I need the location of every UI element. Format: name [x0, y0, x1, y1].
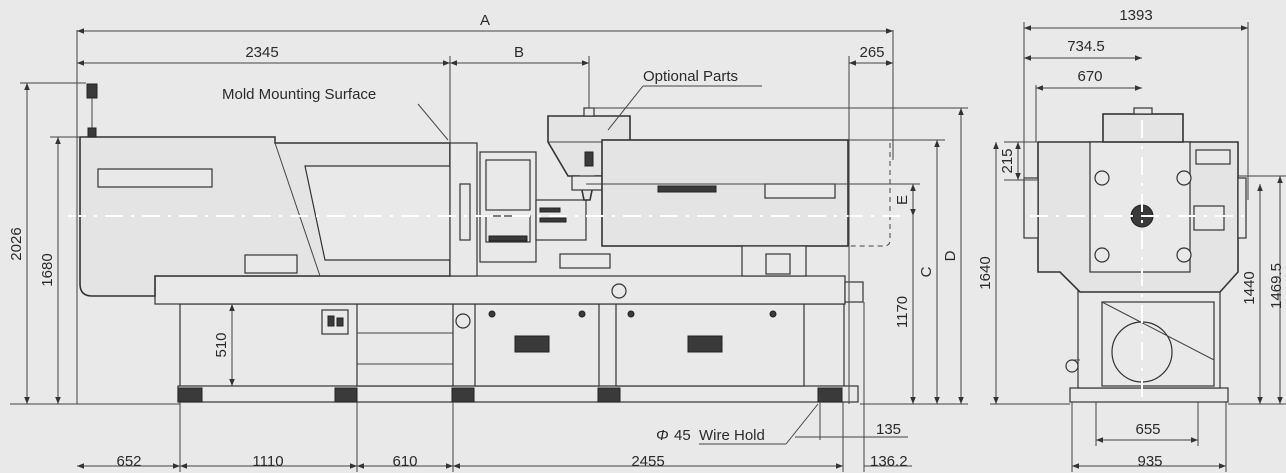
cover-label-plate [764, 183, 836, 199]
dim-1640: 1640 [977, 256, 994, 289]
foot-5 [817, 387, 843, 403]
dim-935: 935 [1137, 453, 1162, 470]
front-view: A 2345 B 265 Mold Mounting Surface Optio… [8, 12, 968, 472]
dim-c: C [918, 266, 935, 277]
dim-215: 215 [999, 148, 1016, 173]
dim-510: 510 [213, 332, 230, 357]
signal-tower-icon [86, 83, 98, 99]
dim-e: E [894, 195, 911, 205]
foot-1 [177, 387, 203, 403]
cover-slot [657, 185, 717, 193]
dim-610: 610 [392, 453, 417, 470]
dim-2455: 2455 [631, 453, 664, 470]
base-skid [177, 385, 859, 403]
top-rail [154, 275, 846, 305]
dim-b: B [514, 44, 524, 61]
vent-grille-1 [514, 335, 550, 353]
dim-655: 655 [1135, 421, 1160, 438]
dim-1440: 1440 [1241, 271, 1258, 304]
side-base-skid [1069, 387, 1229, 403]
guard-window [304, 165, 451, 261]
guard-badge [244, 254, 298, 274]
controller-screen [485, 159, 531, 211]
dim-1170: 1170 [894, 296, 911, 328]
dim-734-5: 734.5 [1067, 38, 1105, 55]
side-view: 1393 734.5 670 215 1640 1440 1469.5 655 … [977, 7, 1286, 472]
control-socket [321, 309, 349, 335]
foot-3 [451, 387, 475, 403]
base-knob [455, 313, 471, 329]
foot-2 [334, 387, 358, 403]
dim-2345: 2345 [245, 44, 278, 61]
wire-hold-text: Wire Hold [699, 427, 765, 444]
door-handle [459, 183, 471, 241]
dim-265: 265 [859, 44, 884, 61]
dim-136-2: 136.2 [870, 453, 908, 470]
dim-652: 652 [116, 453, 141, 470]
hopper-cap [583, 107, 595, 117]
dim-1680: 1680 [39, 253, 56, 286]
dim-d: D [942, 250, 959, 261]
phi-symbol: Φ [656, 427, 669, 444]
dim-1469-5: 1469.5 [1268, 263, 1285, 309]
dim-670: 670 [1077, 68, 1102, 85]
wire-hold-diameter: 45 [674, 427, 691, 444]
vent-grille-2 [687, 335, 723, 353]
rail-end-cap [844, 281, 864, 303]
foot-4 [597, 387, 621, 403]
dim-1110: 1110 [252, 453, 283, 470]
wire-hold-label: Φ 45 Wire Hold [656, 403, 819, 445]
dim-a: A [480, 12, 490, 29]
dim-135: 135 [876, 421, 901, 438]
guard-label-plate [97, 168, 213, 188]
label-optional-parts: Optional Parts [643, 68, 738, 85]
controller-side [449, 142, 478, 277]
tie-bar-end [559, 253, 611, 269]
dim-2026: 2026 [8, 227, 25, 260]
rail-knob [611, 283, 627, 299]
label-mold-mounting-surface: Mold Mounting Surface [222, 86, 376, 103]
base-panel-left [356, 303, 454, 387]
dim-1393: 1393 [1119, 7, 1152, 24]
